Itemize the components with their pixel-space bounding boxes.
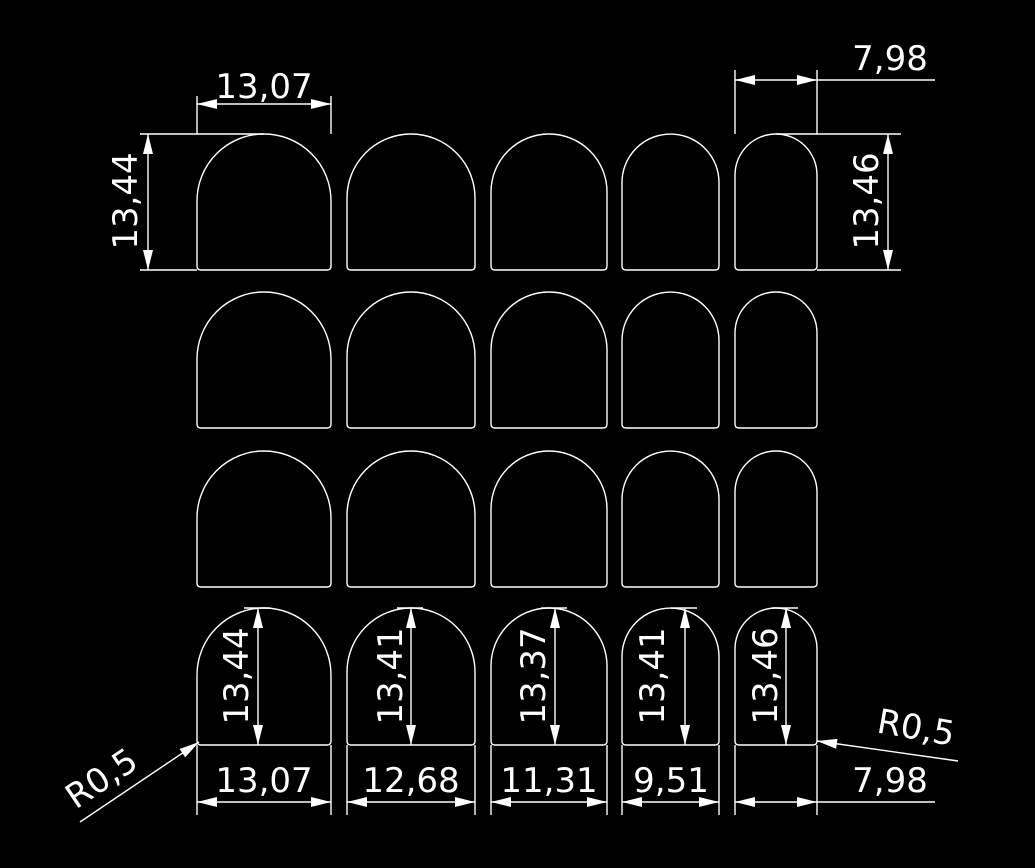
dim-arrow [197, 797, 217, 807]
tooth-shape-r4-c4 [621, 607, 720, 746]
tooth-shape-r1-c5 [734, 133, 818, 271]
dim-arrow [550, 725, 560, 745]
dim-arrow [143, 250, 153, 270]
dim-bottom-width-5: 7,98 [852, 761, 928, 801]
dim-arrow [491, 797, 511, 807]
leader-line [816, 740, 959, 762]
tooth-shape-r2-c5 [734, 291, 818, 429]
tooth-shape-r1-c1 [196, 133, 332, 271]
tooth-shape-r3-c3 [490, 450, 608, 588]
tooth-shape-r2-c3 [490, 291, 608, 429]
dim-radius-right: R0,5 [874, 702, 957, 755]
dim-top-height-left: 13,44 [106, 152, 146, 249]
dim-bottom-width-1: 13,07 [215, 761, 312, 801]
dim-arrow [797, 75, 817, 85]
dim-arrow [311, 99, 331, 109]
dim-arrow [347, 797, 367, 807]
dim-top-height-right: 13,46 [847, 152, 887, 249]
dim-bottom-height-2: 13,41 [371, 627, 411, 724]
tooth-shape-r4-c1 [196, 607, 332, 746]
dim-arrow [781, 608, 791, 628]
dim-arrow [406, 608, 416, 628]
dim-bottom-width-2: 12,68 [362, 761, 459, 801]
tooth-shape-r2-c4 [621, 291, 720, 429]
dim-arrow [143, 134, 153, 154]
tooth-shape-r3-c5 [734, 450, 818, 588]
dim-arrow [253, 608, 263, 628]
leader-line [79, 741, 200, 823]
dim-arrow [253, 725, 263, 745]
tooth-shape-r2-c2 [346, 291, 476, 429]
dim-arrow [797, 797, 817, 807]
tooth-shape-r4-c3 [490, 607, 608, 746]
dim-bottom-height-4: 13,41 [633, 627, 673, 724]
dim-arrow [197, 99, 217, 109]
dim-top-width-right: 7,98 [852, 39, 928, 79]
dim-arrow [179, 742, 199, 758]
dim-arrow [699, 797, 719, 807]
tooth-shape-r1-c3 [490, 133, 608, 271]
dim-arrow [735, 797, 755, 807]
dim-arrow [455, 797, 475, 807]
dim-arrow [587, 797, 607, 807]
dim-arrow [406, 725, 416, 745]
tooth-shape-r3-c1 [196, 450, 332, 588]
dim-bottom-width-4: 9,51 [633, 761, 709, 801]
dim-arrow [311, 797, 331, 807]
dim-arrow [622, 797, 642, 807]
dim-arrow [817, 738, 838, 749]
dim-arrow [883, 250, 893, 270]
tooth-shape-r3-c2 [346, 450, 476, 588]
dim-arrow [883, 134, 893, 154]
dim-bottom-height-5: 13,46 [746, 627, 786, 724]
tooth-shape-r1-c2 [346, 133, 476, 271]
tooth-shape-r1-c4 [621, 133, 720, 271]
dim-bottom-width-3: 11,31 [500, 761, 597, 801]
tooth-shape-r2-c1 [196, 291, 332, 429]
tooth-shape-r3-c4 [621, 450, 720, 588]
tooth-shape-r4-c5 [734, 607, 818, 746]
tooth-shape-r4-c2 [346, 607, 476, 746]
dim-arrow [781, 725, 791, 745]
dim-arrow [680, 725, 690, 745]
dim-bottom-height-1: 13,44 [217, 627, 257, 724]
dim-radius-left: R0,5 [58, 741, 145, 818]
dim-top-width-left: 13,07 [215, 67, 312, 107]
dim-arrow [735, 75, 755, 85]
dimension-lines [79, 70, 959, 823]
dim-bottom-height-3: 13,37 [514, 627, 554, 724]
dim-arrow [550, 608, 560, 628]
dim-arrow [680, 608, 690, 628]
shape-grid [196, 133, 818, 746]
